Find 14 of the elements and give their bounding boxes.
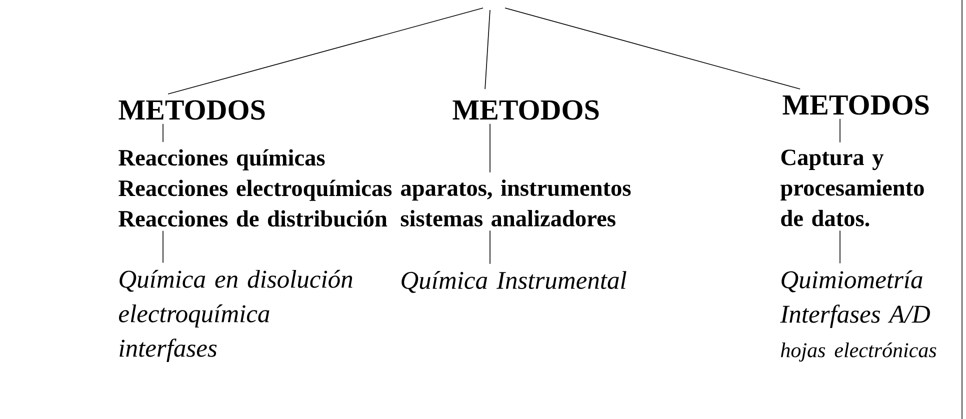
connector-line [484,10,490,90]
connector-line [162,230,164,264]
heading-text: METODOS [452,100,599,120]
connector-line [504,8,800,90]
method-text: aparatos, instrumentos sistemas analizadores [400,180,631,226]
heading-text: METODOS [782,95,929,115]
connector-line [168,8,484,94]
heading-text: METODOS [118,100,265,120]
field-text: Quimiometría Interfases A/D hojas electrónicas [780,270,936,362]
method-text: Reacciones químicas Reacciones electroquímicas Reacciones de distribución [118,149,392,227]
field-text: Química en disolución electroquímica interfases [119,270,352,362]
connector-line [162,124,164,142]
field-text: Química Instrumental [402,271,626,293]
method-text: Captura y procesamiento de datos. [780,150,924,226]
